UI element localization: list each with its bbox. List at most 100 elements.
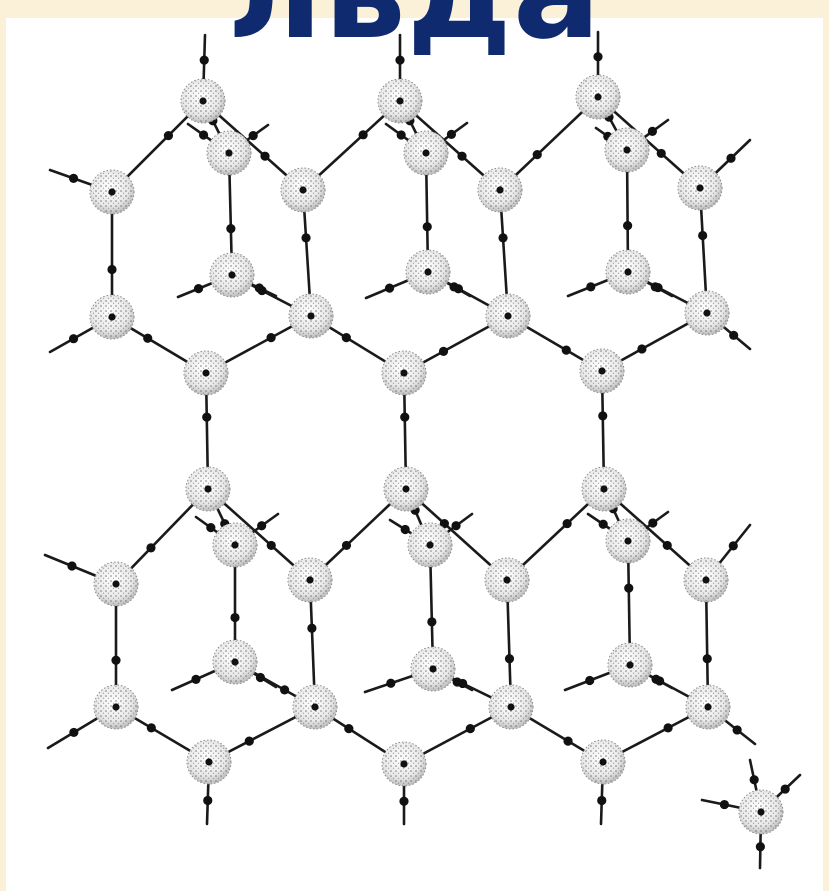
hydrogen-atom xyxy=(728,541,738,551)
hydrogen-atom xyxy=(422,222,432,232)
slide-title: льда xyxy=(0,0,829,72)
oxygen-atom xyxy=(403,130,449,176)
hydrogen-atom xyxy=(146,543,156,553)
oxygen-atom xyxy=(605,518,651,564)
oxygen-atom xyxy=(485,293,531,339)
oxygen-atom xyxy=(381,350,427,396)
oxygen-atom xyxy=(477,167,523,213)
hydrogen-bond xyxy=(505,487,606,582)
hydrogen-bond xyxy=(596,95,702,190)
hydrogen-atom xyxy=(561,345,571,355)
hydrogen-atom xyxy=(163,130,174,141)
hydrogen-atom xyxy=(341,333,351,343)
oxygen-atom xyxy=(579,348,625,394)
hydrogen-bond xyxy=(498,95,600,192)
hydrogen-bond xyxy=(206,487,312,582)
hydrogen-atom xyxy=(358,130,368,140)
hydrogen-atom xyxy=(248,131,258,141)
hydrogen-atom xyxy=(67,561,77,571)
hydrogen-atom xyxy=(257,521,267,531)
hydrogen-atom xyxy=(69,727,79,738)
hydrogen-atom xyxy=(593,52,603,62)
hydrogen-atom xyxy=(386,678,396,688)
oxygen-atom xyxy=(381,741,427,787)
hydrogen-atom xyxy=(341,540,352,551)
oxygen-atom xyxy=(580,739,626,785)
hydrogen-atom xyxy=(68,173,79,183)
oxygen-atom xyxy=(604,127,650,173)
hydrogen-atom xyxy=(396,130,406,140)
hydrogen-atom xyxy=(107,264,117,275)
oxygen-atom xyxy=(209,252,255,298)
hydrogen-atom xyxy=(585,675,595,686)
hydrogen-atom xyxy=(504,654,515,664)
hydrogen-atom xyxy=(255,672,266,683)
oxygen-atom xyxy=(738,789,784,835)
hydrogen-atom xyxy=(449,282,459,292)
hydrogen-atom xyxy=(395,55,405,65)
hydrogen-atom xyxy=(598,411,608,421)
oxygen-atoms xyxy=(89,74,784,835)
oxygen-atom xyxy=(185,466,231,512)
hydrogen-atom xyxy=(199,55,209,65)
oxygen-atom xyxy=(685,684,731,730)
oxygen-atom xyxy=(89,169,135,215)
hydrogen-atom xyxy=(452,677,462,687)
oxygen-atom xyxy=(183,350,229,396)
oxygen-atom xyxy=(180,78,226,124)
oxygen-atom xyxy=(605,249,651,295)
hydrogen-atom xyxy=(647,126,658,136)
oxygen-atom xyxy=(607,642,653,688)
hydrogen-atom xyxy=(749,775,759,785)
hydrogen-atom xyxy=(662,540,672,551)
oxygen-atom xyxy=(683,557,729,603)
hydrogen-atom xyxy=(663,723,673,733)
hydrogen-atom xyxy=(457,151,467,161)
hydrogen-bond xyxy=(404,487,509,582)
oxygen-atom xyxy=(287,557,333,603)
oxygen-atom xyxy=(383,466,429,512)
hydrogen-atom xyxy=(597,795,607,806)
hydrogen-atom xyxy=(446,129,457,139)
hydrogen-atom xyxy=(498,233,508,243)
hydrogen-atom xyxy=(400,412,410,422)
hydrogen-atom xyxy=(650,282,660,292)
hydrogen-atom xyxy=(400,524,410,535)
hydrogen-atom xyxy=(384,283,395,293)
hydrogen-atom xyxy=(651,674,661,684)
oxygen-atom xyxy=(280,167,326,213)
hydrogen-atom xyxy=(203,795,213,806)
hydrogen-atom xyxy=(563,736,573,746)
hydrogen-bond xyxy=(308,487,408,582)
hydrogen-atom xyxy=(780,784,790,794)
oxygen-atom xyxy=(288,293,334,339)
hydrogen-atom xyxy=(226,224,236,234)
oxygen-atom xyxy=(377,78,423,124)
hydrogen-atom xyxy=(702,654,712,664)
hydrogen-atom xyxy=(193,284,204,294)
oxygen-atom xyxy=(206,130,252,176)
hydrogen-atom xyxy=(438,346,449,356)
hydrogen-atom xyxy=(280,685,290,695)
hydrogen-atom xyxy=(230,612,240,623)
hydrogen-atom xyxy=(244,736,254,746)
hydrogen-atom xyxy=(198,130,209,140)
hydrogen-atom xyxy=(755,842,765,852)
hydrogen-atom xyxy=(344,724,354,734)
hydrogen-atom xyxy=(206,523,216,533)
hydrogen-atom xyxy=(439,518,449,529)
oxygen-atom xyxy=(93,561,139,607)
hydrogen-atom xyxy=(562,518,572,529)
hydrogen-atom xyxy=(624,583,634,593)
hydrogen-atom xyxy=(451,521,461,531)
hydrogen-atom xyxy=(598,519,608,529)
hydrogen-bond xyxy=(602,487,708,582)
oxygen-atom xyxy=(93,684,139,730)
hydrogen-atom xyxy=(266,333,276,343)
hydrogen-atom xyxy=(637,344,647,354)
oxygen-atom xyxy=(405,249,451,295)
hydrogen-atom xyxy=(427,617,437,627)
hydrogen-atom xyxy=(623,221,633,231)
